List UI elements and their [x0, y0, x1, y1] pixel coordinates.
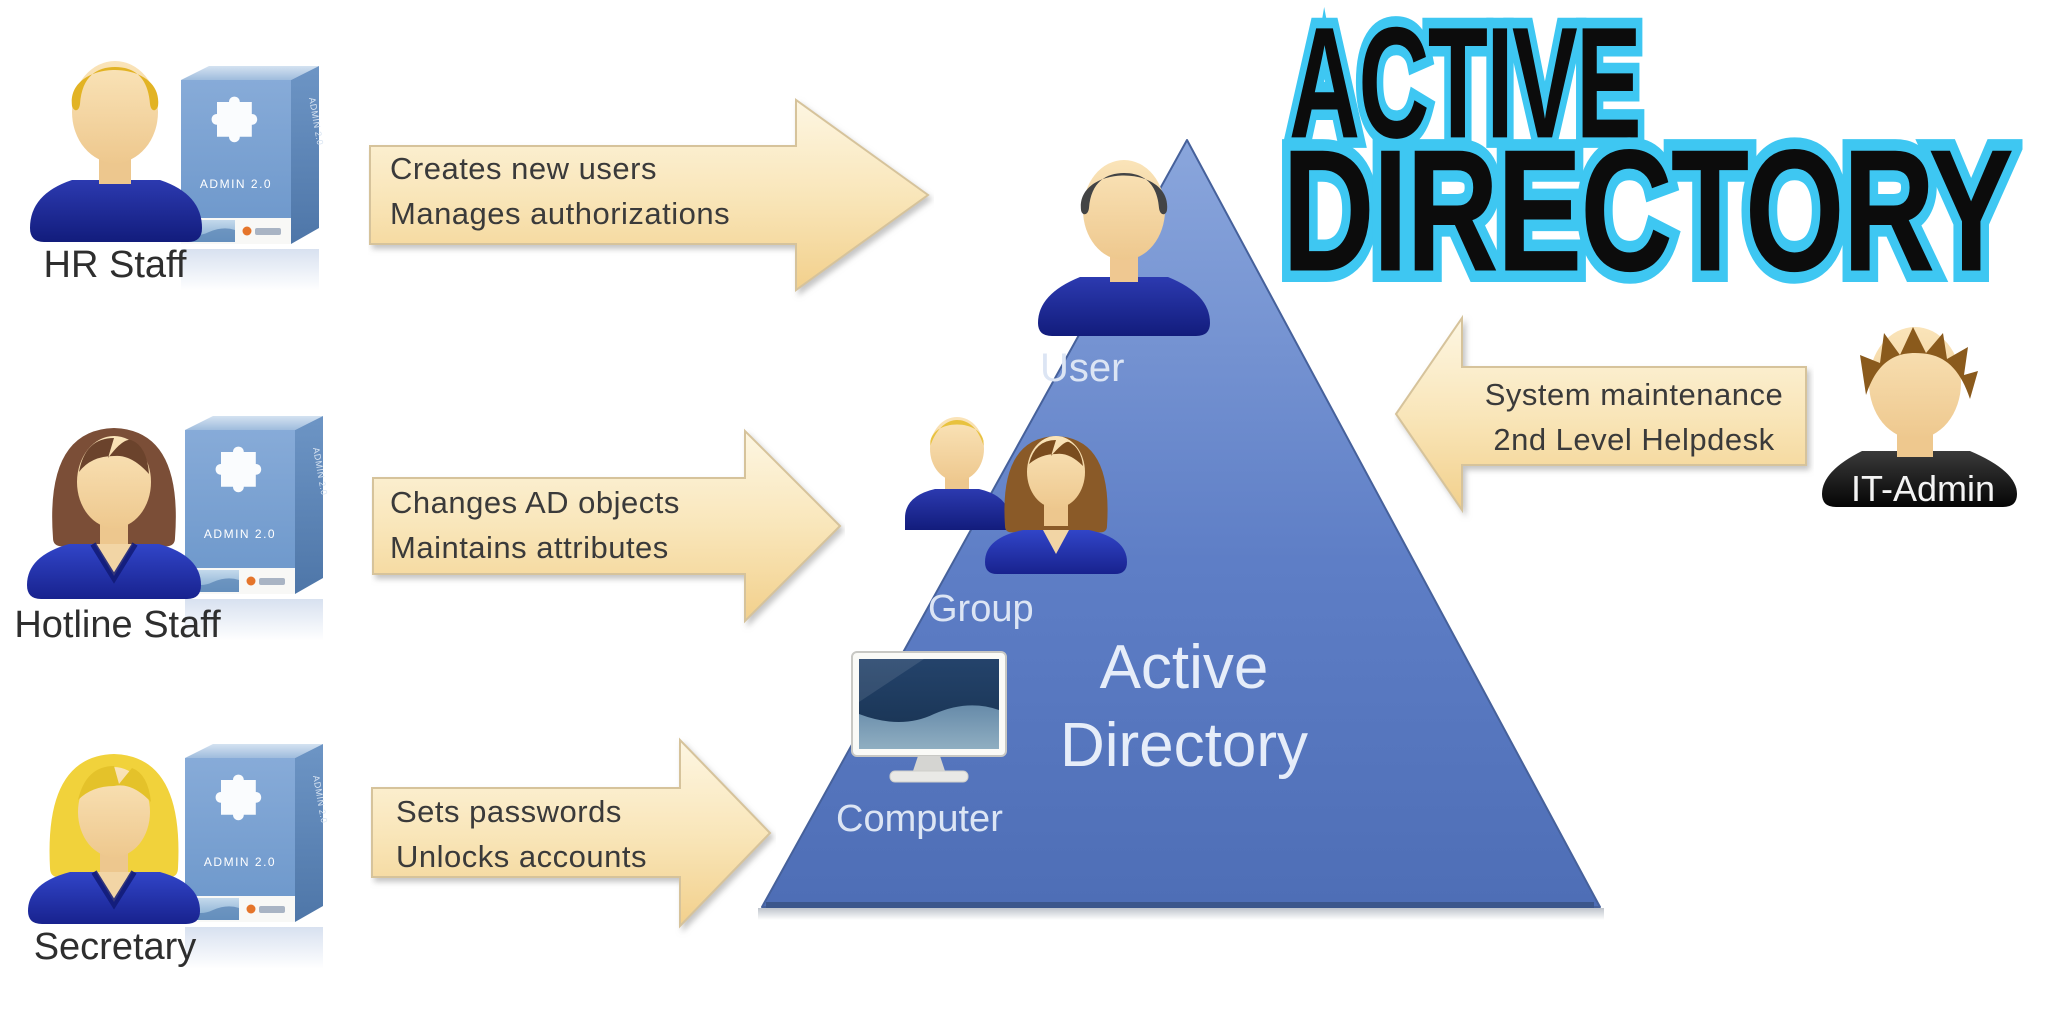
box-logo-text: [259, 578, 285, 585]
page-title-line2: DIRECTORY: [1282, 113, 2014, 309]
hr-staff-label: HR Staff: [43, 244, 187, 286]
box-logo-text: [259, 906, 285, 913]
arrow-secretary-to-pyramid: [371, 737, 772, 929]
page-title-line1-outline: ACTIVE: [1282, 0, 1648, 173]
arrow-hr-text: Creates new users Manages authorizations: [390, 146, 790, 236]
arrow-hr-text-line2: Manages authorizations: [390, 196, 731, 231]
software-box-admin-hotline: ADMIN 2.0 ADMIN 2.0: [185, 416, 329, 641]
secretary-avatar: [28, 754, 200, 924]
box-label: ADMIN 2.0: [204, 527, 276, 541]
monitor-base: [889, 770, 969, 783]
group-level-label: Group: [928, 588, 1034, 630]
shirt: [30, 180, 202, 242]
right-arrow-icon: [371, 737, 772, 929]
computer-level-icon: [851, 651, 1007, 783]
left-arrow-icon: [1394, 314, 1807, 514]
user-level-avatar: [1038, 160, 1210, 336]
arrow-hotline-text-line1: Changes AD objects: [390, 485, 680, 520]
arrow-itadmin-text-line2: 2nd Level Helpdesk: [1493, 422, 1775, 457]
monitor-neck: [913, 756, 945, 771]
page-title-line2-outline: DIRECTORY: [1273, 112, 2022, 309]
box-logo-dot: [246, 576, 256, 586]
hair-fringe: [79, 438, 149, 474]
box-top-face: [185, 416, 323, 430]
computer-level-label: Computer: [836, 798, 1003, 840]
shirt: [1038, 277, 1210, 336]
box-top-face: [185, 744, 323, 758]
user-level-label: User: [1040, 346, 1125, 390]
arrow-hotline-text: Changes AD objects Maintains attributes: [390, 480, 790, 570]
face: [72, 61, 158, 163]
arrow-secretary-text-line1: Sets passwords: [396, 794, 622, 829]
hotline-staff-label: Hotline Staff: [14, 604, 221, 646]
shirt: [1822, 451, 2017, 507]
spiky-brown-hair: [1860, 327, 1978, 399]
back-person-hair-top: [930, 420, 984, 444]
front-person-fringe: [1029, 440, 1083, 466]
arrow-hotline-to-pyramid: [372, 428, 842, 624]
arrow-itadmin-text: System maintenance 2nd Level Helpdesk: [1462, 372, 1806, 462]
pyramid-base-line: [766, 902, 1594, 908]
box-reflection: [185, 599, 323, 641]
right-arrow-icon: [369, 98, 930, 292]
box-top-face: [181, 66, 319, 80]
secretary-label: Secretary: [33, 926, 197, 968]
it-admin-avatar: [1822, 327, 2017, 507]
box-logo-dot: [242, 226, 252, 236]
face: [1083, 160, 1165, 260]
pyramid-title-line2: Directory: [1059, 711, 1309, 780]
hair-fringe: [78, 766, 151, 802]
software-box-admin-secretary: ADMIN 2.0 ADMIN 2.0: [185, 744, 329, 969]
arrow-hr-text-line1: Creates new users: [390, 151, 657, 186]
right-arrow-icon: [372, 428, 842, 624]
arrow-itadmin-text-line1: System maintenance: [1484, 377, 1784, 412]
arrow-secretary-text: Sets passwords Unlocks accounts: [396, 789, 756, 879]
page-title-line1: ACTIVE: [1289, 0, 1642, 172]
box-side-face: [295, 744, 323, 922]
v-neck: [96, 872, 132, 902]
front-person-face: [1027, 436, 1085, 508]
hotline-staff-avatar: [27, 428, 201, 599]
screen-highlight: [859, 659, 924, 702]
arrow-secretary-text-line2: Unlocks accounts: [396, 839, 647, 874]
pyramid-title: Active Directory: [1034, 629, 1334, 785]
collar: [90, 542, 138, 584]
box-logo-dot: [246, 904, 256, 914]
back-person-face: [930, 417, 984, 481]
v-neck: [95, 544, 133, 576]
it-admin-label: IT-Admin: [1850, 468, 1996, 509]
box-reflection: [181, 249, 319, 291]
box-logo-text: [255, 228, 281, 235]
collar: [91, 870, 137, 910]
screen-wave-gloss: [859, 705, 999, 749]
back-person-shirt: [905, 489, 1009, 530]
pyramid-title-line1: Active: [1099, 633, 1269, 702]
arrow-hotline-text-line2: Maintains attributes: [390, 530, 669, 565]
box-side-face: [291, 66, 319, 244]
front-person-v-neck: [1043, 530, 1069, 554]
puzzle-piece-icon: [211, 96, 258, 143]
arrow-hr-to-pyramid: [369, 98, 930, 292]
box-label: ADMIN 2.0: [200, 177, 272, 191]
pyramid-shadow: [758, 908, 1604, 920]
box-side-face: [295, 416, 323, 594]
box-reflection: [185, 927, 323, 969]
puzzle-piece-icon: [215, 774, 262, 821]
hr-staff-avatar: [30, 61, 202, 242]
arrow-itadmin-to-pyramid: [1394, 314, 1807, 514]
box-strip-wave: [187, 906, 239, 920]
face: [78, 767, 150, 857]
box-label: ADMIN 2.0: [204, 855, 276, 869]
puzzle-piece-icon: [215, 446, 262, 493]
group-level-icon: [905, 417, 1127, 574]
